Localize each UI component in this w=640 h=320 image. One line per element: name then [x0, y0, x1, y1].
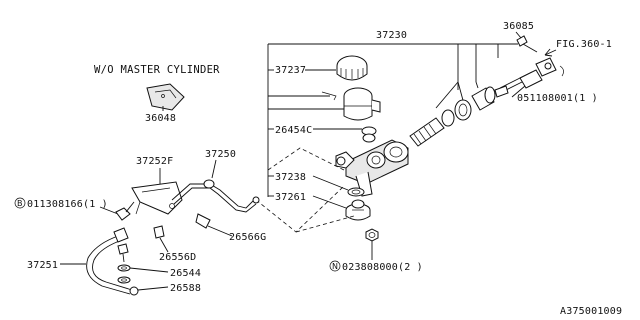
- clip-pin: [321, 91, 337, 101]
- figure-reference: FIG.360-1: [556, 39, 612, 50]
- label-37251: 37251: [27, 260, 58, 271]
- label-36085: 36085: [503, 21, 534, 32]
- label-011308166: 011308166(1 ): [27, 199, 108, 210]
- banjo-bolt-part: [117, 243, 129, 263]
- bolt-011308166-part: [115, 201, 135, 221]
- assembly-dashed-lines: [255, 147, 355, 233]
- hose-37251-part: [86, 227, 139, 296]
- leader-26544: [129, 267, 169, 273]
- label-26454c: 26454C: [275, 125, 312, 136]
- b-callout-letter: B: [17, 199, 23, 208]
- leader-36085: [515, 31, 522, 39]
- label-26544: 26544: [170, 268, 201, 279]
- label-37261: 37261: [275, 192, 306, 203]
- label-26588: 26588: [170, 283, 201, 294]
- label-37238: 37238: [275, 172, 306, 183]
- n-callout-circle: [329, 260, 341, 272]
- leader-37261: [312, 195, 347, 209]
- master-cylinder-body-part: [335, 139, 409, 197]
- o-ring-37238-part: [347, 187, 365, 197]
- nut-023808000-part: [365, 228, 379, 242]
- fitting-37261-part: [345, 199, 371, 221]
- clip-26566g-part: [195, 213, 211, 229]
- label-36048: 36048: [145, 113, 176, 124]
- pipe-37250-part: [171, 179, 260, 213]
- label-37250: 37250: [205, 149, 236, 160]
- leader-26566g: [207, 225, 233, 237]
- label-023808000: 023808000(2 ): [342, 262, 423, 273]
- pin-36085-part: [516, 35, 538, 53]
- diagram-id: A375001009: [560, 306, 622, 317]
- b-callout-circle: [14, 197, 26, 209]
- fig-arrow-head: [544, 48, 553, 57]
- label-051108001: 051108001(1 ): [517, 93, 598, 104]
- reservoir-body-part: [343, 87, 381, 121]
- washer-26588-part: [117, 276, 131, 284]
- clip-26556d-part: [153, 225, 165, 239]
- boot-part: [471, 86, 496, 111]
- label-26566g: 26566G: [229, 232, 266, 243]
- leader-26556d: [159, 237, 169, 253]
- cover-36048-part: [146, 83, 185, 111]
- without-master-cylinder-note: W/O MASTER CYLINDER: [94, 64, 220, 76]
- label-37237: 37237: [275, 65, 306, 76]
- leader-011308166: [99, 206, 119, 215]
- bracket-37252f-part: [131, 181, 183, 215]
- reservoir-cap-part: [336, 55, 368, 81]
- leader-37250: [211, 159, 217, 179]
- fig-arrow: [544, 49, 557, 56]
- leader-26588: [137, 286, 169, 291]
- leader-051108001: [511, 85, 526, 98]
- washer-26544-part: [117, 264, 131, 272]
- grommet-26454c-part: [361, 126, 377, 143]
- push-rod-part: [494, 57, 557, 98]
- piston-assembly-part: [409, 99, 472, 147]
- label-37252f: 37252F: [136, 156, 173, 167]
- label-26556d: 26556D: [159, 252, 196, 263]
- cotter-pin-part: [559, 65, 564, 77]
- label-37230: 37230: [376, 30, 407, 41]
- leader-37238: [312, 175, 349, 191]
- n-callout-letter: N: [332, 262, 338, 271]
